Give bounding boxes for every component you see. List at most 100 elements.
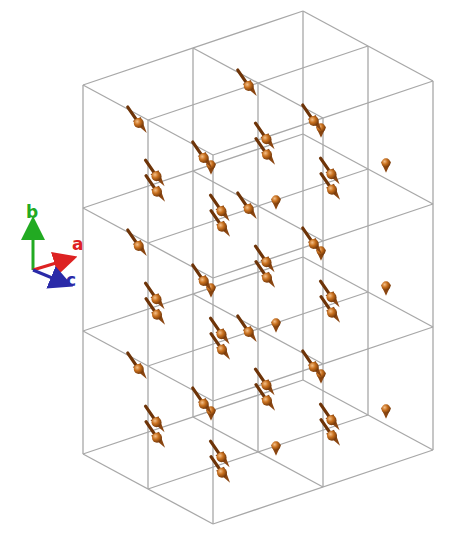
atom-ball (152, 171, 162, 181)
spin-arrow (211, 334, 230, 360)
spin-arrow (238, 316, 257, 342)
spin-head (326, 307, 340, 323)
atom-ball (152, 417, 162, 427)
spin-arrow (211, 457, 230, 483)
spin-arrow (193, 142, 212, 168)
atom-ball (382, 158, 391, 167)
spin-arrow (271, 441, 281, 456)
atom-ball (134, 364, 144, 374)
spin-arrow (146, 422, 165, 448)
atom-ball (382, 281, 391, 290)
atom-ball (382, 404, 391, 413)
spin-arrows (128, 70, 391, 483)
spin-arrow (256, 262, 275, 288)
spin-arrow (256, 369, 275, 395)
axis-triad (33, 228, 66, 282)
cell-edge (83, 257, 303, 331)
spin-arrow (321, 158, 340, 184)
spin-arrow (303, 228, 322, 254)
cell-edge (148, 46, 368, 120)
cell-edge (213, 450, 433, 524)
spin-arrow (321, 174, 340, 200)
cell-edge (192, 48, 193, 417)
cell-edge (148, 415, 368, 489)
spin-arrow (128, 230, 147, 256)
spin-head (198, 152, 212, 168)
spin-arrow (381, 404, 391, 419)
atom-ball (327, 292, 337, 302)
atom-ball (152, 294, 162, 304)
atom-ball (152, 433, 162, 443)
spin-head (216, 467, 230, 483)
atom-ball (244, 204, 254, 214)
cell-edge (83, 134, 303, 208)
spin-head (308, 115, 322, 131)
spin-head (308, 238, 322, 254)
spin-head (326, 430, 340, 446)
spin-arrow (211, 195, 230, 221)
cell-edge (148, 292, 368, 366)
atom-ball (262, 134, 272, 144)
atom-ball (262, 257, 272, 267)
atom-ball (217, 468, 227, 478)
cell-edge (367, 46, 368, 415)
spin-arrow (238, 70, 257, 96)
atom-ball (309, 239, 319, 249)
atom-ball (217, 345, 227, 355)
atom-ball (199, 153, 209, 163)
spin-arrow (321, 404, 340, 430)
spin-arrow (238, 193, 257, 219)
atom-ball (152, 310, 162, 320)
spin-head (133, 363, 147, 379)
spin-head (151, 186, 165, 202)
spin-head (198, 398, 212, 414)
atom-ball (309, 116, 319, 126)
c-axis-arrow (33, 270, 62, 282)
axis-label: c (66, 272, 76, 289)
atom-ball (217, 452, 227, 462)
spin-arrow (211, 211, 230, 237)
atom-ball (327, 415, 337, 425)
spin-arrow (211, 441, 230, 467)
axis-label: a (72, 236, 83, 253)
atom-ball (262, 396, 272, 406)
spin-arrow (146, 406, 165, 432)
spin-arrow (146, 160, 165, 186)
atom-ball (152, 187, 162, 197)
spin-head (133, 117, 147, 133)
spin-arrow (303, 105, 322, 131)
atom-ball (217, 329, 227, 339)
atom-ball (327, 431, 337, 441)
cell-edge (432, 81, 433, 450)
spin-head (198, 275, 212, 291)
spin-head (261, 149, 275, 165)
atom-ball (134, 118, 144, 128)
atom-ball (262, 150, 272, 160)
spin-arrow (256, 385, 275, 411)
spin-head (151, 309, 165, 325)
spin-head (216, 221, 230, 237)
atom-ball (262, 273, 272, 283)
atom-ball (272, 441, 281, 450)
spin-head (243, 326, 257, 342)
spin-head (261, 395, 275, 411)
spin-head (261, 272, 275, 288)
cell-edge (82, 85, 83, 454)
atom-ball (272, 318, 281, 327)
spin-arrow (146, 283, 165, 309)
cell-edge (213, 327, 433, 401)
cell-edge (83, 380, 303, 454)
unit-cell-grid (83, 11, 433, 524)
spin-arrow (381, 281, 391, 296)
atom-ball (272, 195, 281, 204)
atom-ball (327, 169, 337, 179)
spin-arrow (321, 281, 340, 307)
atom-ball (309, 362, 319, 372)
cell-edge (148, 169, 368, 243)
atom-ball (199, 399, 209, 409)
spin-arrow (303, 351, 322, 377)
spin-arrow (193, 388, 212, 414)
spin-arrow (321, 420, 340, 446)
atom-ball (217, 222, 227, 232)
atom-ball (217, 206, 227, 216)
